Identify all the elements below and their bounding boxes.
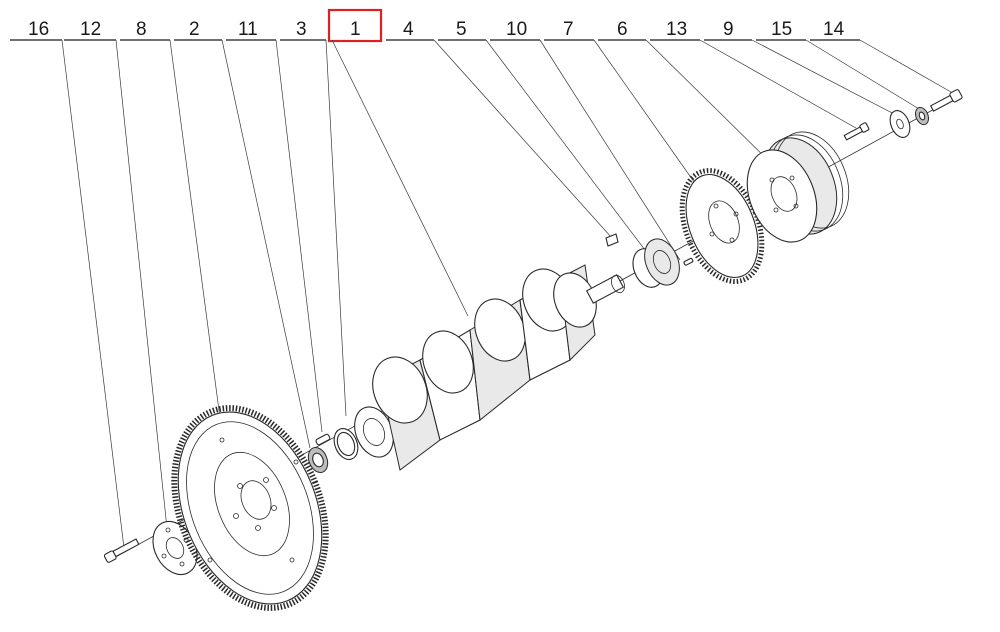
- callout-label-5[interactable]: 5: [456, 19, 467, 40]
- leader-2: [221, 39, 311, 449]
- part-14-bolt[interactable]: [929, 89, 963, 113]
- callout-label-3[interactable]: 3: [296, 19, 307, 40]
- callout-11[interactable]: 11: [226, 19, 276, 41]
- leader-12: [115, 39, 169, 539]
- callout-label-11[interactable]: 11: [238, 19, 258, 40]
- callout-label-10[interactable]: 10: [506, 19, 527, 40]
- callout-label-1[interactable]: 1: [350, 19, 361, 40]
- part-8-flywheel[interactable]: [146, 385, 354, 630]
- leader-1: [331, 39, 469, 317]
- callout-13[interactable]: 13: [650, 19, 700, 41]
- callout-5[interactable]: 5: [438, 19, 486, 41]
- part-15-washer[interactable]: [913, 105, 931, 126]
- callout-label-16[interactable]: 16: [28, 19, 49, 40]
- part-9-washer[interactable]: [886, 108, 913, 141]
- callout-label-9[interactable]: 9: [723, 19, 734, 40]
- part-13-bolt[interactable]: [843, 122, 870, 141]
- part-11-pin[interactable]: [315, 433, 331, 446]
- callout-3[interactable]: 3: [280, 19, 326, 41]
- callout-15[interactable]: 15: [756, 19, 806, 41]
- callout-label-14[interactable]: 14: [823, 19, 845, 40]
- callout-1[interactable]: 1: [327, 8, 383, 43]
- callout-label-8[interactable]: 8: [136, 19, 147, 40]
- leader-11: [275, 39, 323, 433]
- callout-2[interactable]: 2: [174, 19, 222, 41]
- callout-7[interactable]: 7: [544, 19, 594, 41]
- part-3-seal[interactable]: [330, 425, 362, 463]
- callout-label-13[interactable]: 13: [666, 19, 687, 40]
- leader-6: [645, 39, 779, 171]
- selected-callout-highlight: [327, 8, 383, 43]
- callout-16[interactable]: 16: [10, 19, 62, 41]
- callout-label-7[interactable]: 7: [563, 19, 574, 40]
- leader-8: [169, 39, 221, 419]
- part-6-pulley[interactable]: [734, 121, 862, 253]
- leader-7: [593, 39, 705, 197]
- leader-10: [539, 39, 681, 261]
- leader-lines: [61, 39, 959, 549]
- callout-label-4[interactable]: 4: [403, 19, 414, 40]
- part-10-pin[interactable]: [683, 257, 694, 266]
- leader-13: [699, 39, 857, 129]
- leader-14: [859, 39, 959, 97]
- leader-9: [751, 39, 899, 117]
- part-4-key[interactable]: [605, 233, 619, 247]
- leader-4: [433, 39, 613, 239]
- leader-15: [805, 39, 925, 113]
- callout-6[interactable]: 6: [598, 19, 646, 41]
- callout-4[interactable]: 4: [386, 19, 434, 41]
- part-1-crankshaft[interactable]: [348, 261, 627, 471]
- part-2-bearing[interactable]: [305, 445, 331, 476]
- leader-16: [61, 39, 125, 549]
- leader-5: [485, 39, 649, 255]
- callout-14[interactable]: 14: [810, 19, 860, 41]
- part-5-hub[interactable]: [628, 234, 686, 292]
- callout-12[interactable]: 12: [64, 19, 116, 41]
- leader-3: [325, 39, 347, 417]
- callout-row: 16 12 8 2 11 3 1 4: [10, 8, 860, 43]
- callout-label-6[interactable]: 6: [617, 19, 628, 40]
- callout-label-12[interactable]: 12: [80, 19, 101, 40]
- callout-8[interactable]: 8: [120, 19, 170, 41]
- callout-9[interactable]: 9: [704, 19, 752, 41]
- callout-10[interactable]: 10: [490, 19, 540, 41]
- callout-label-2[interactable]: 2: [189, 19, 200, 40]
- part-16-bolt[interactable]: [103, 538, 140, 563]
- callout-label-15[interactable]: 15: [771, 19, 792, 40]
